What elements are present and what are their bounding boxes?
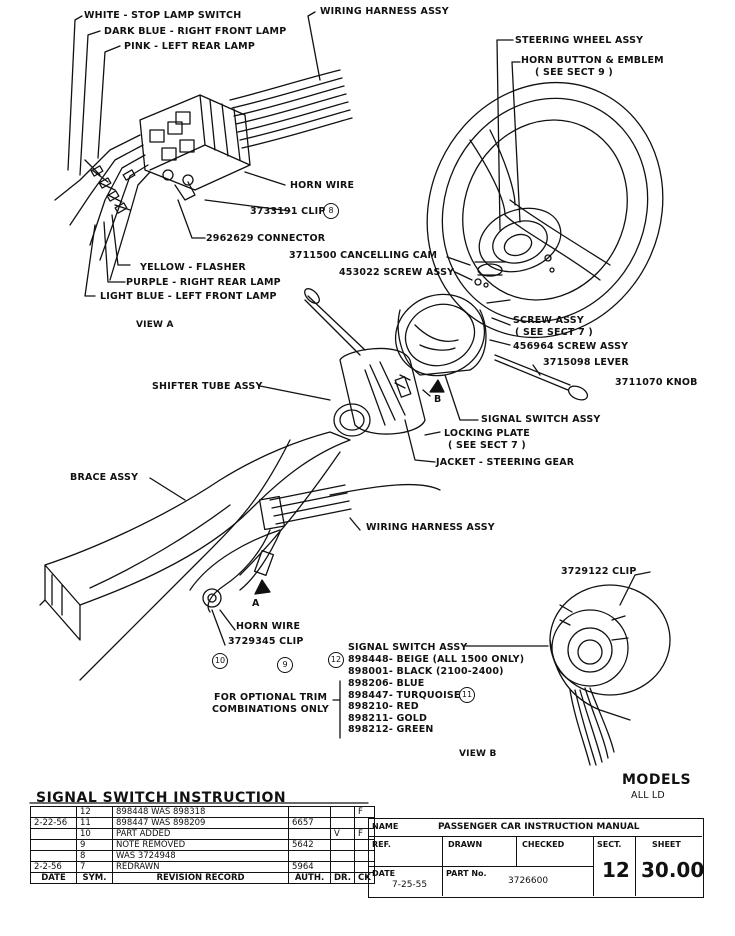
label-screw-453022: 453022 SCREW ASSY (339, 267, 455, 278)
label-arrow-a: A (252, 598, 260, 609)
title-block-col-divider (442, 836, 443, 896)
tb-name-label: NAME (372, 822, 399, 831)
label-pink-wire: PINK - LEFT REAR LAMP (124, 41, 255, 52)
label-horn-button: HORN BUTTON & EMBLEM (521, 55, 664, 66)
label-horn-wire-mid: HORN WIRE (236, 621, 301, 632)
label-locking-plate: LOCKING PLATE (444, 428, 530, 439)
label-lever-3715098: 3715098 LEVER (543, 357, 629, 368)
brace-assy-drawing (39, 431, 441, 681)
title-block-col-divider (635, 836, 636, 896)
label-view-a: VIEW A (136, 320, 174, 330)
steering-wheel-drawing (426, 39, 664, 339)
signal-list-item: 898001- BLACK (2100-2400) (348, 666, 504, 677)
tb-date-label: DATE (372, 869, 396, 878)
label-shifter-tube: SHIFTER TUBE ASSY (152, 381, 263, 392)
label-horn-button-ref: ( SEE SECT 9 ) (535, 67, 613, 78)
title-block-col-divider (593, 836, 594, 896)
tb-name-value: PASSENGER CAR INSTRUCTION MANUAL (438, 822, 640, 832)
label-purple-wire: PURPLE - RIGHT REAR LAMP (126, 277, 281, 288)
title-block-col-divider (516, 836, 517, 866)
label-wiring-harness-top: WIRING HARNESS ASSY (320, 6, 449, 17)
tb-ref-label: REF. (372, 840, 391, 849)
tb-drawn-label: DRAWN (448, 840, 483, 849)
signal-list-item: 898447- TURQUOISE (348, 690, 461, 701)
label-signal-switch: SIGNAL SWITCH ASSY (481, 414, 601, 425)
signal-list-title: SIGNAL SWITCH ASSY (348, 642, 468, 653)
callout-circle-8: 8 (323, 203, 339, 219)
callout-circle-11: 11 (459, 687, 475, 703)
label-yellow-wire: YELLOW - FLASHER (140, 262, 246, 273)
label-brace-assy: BRACE ASSY (70, 472, 139, 483)
optional-trim-note: COMBINATIONS ONLY (212, 704, 329, 715)
label-light-blue-wire: LIGHT BLUE - LEFT FRONT LAMP (100, 291, 277, 302)
tb-sheet-value: 30.00 (641, 858, 705, 882)
view-a-connector-drawing (54, 11, 353, 297)
tb-date-value: 7-25-55 (392, 880, 428, 890)
title-block (368, 818, 704, 898)
signal-list-leaders (332, 645, 549, 739)
tb-part-value: 3726600 (508, 876, 549, 886)
label-screw-assy: SCREW ASSY (513, 315, 584, 326)
view-arrows (254, 379, 445, 595)
label-connector-2962629: 2962629 CONNECTOR (206, 233, 326, 244)
tb-sect-value: 12 (602, 858, 630, 882)
label-white-wire: WHITE - STOP LAMP SWITCH (84, 10, 242, 21)
optional-trim-note: FOR OPTIONAL TRIM (214, 692, 328, 703)
signal-list-item: 898211- GOLD (348, 713, 428, 724)
label-clip-3733191: 3733191 CLIP (250, 206, 326, 217)
label-dark-blue-wire: DARK BLUE - RIGHT FRONT LAMP (104, 26, 287, 37)
label-locking-plate-ref: ( SEE SECT 7 ) (448, 440, 526, 451)
title-block-row-divider (368, 866, 593, 867)
signal-switch-housing-drawing (394, 293, 589, 401)
label-cancelling-cam: 3711500 CANCELLING CAM (289, 250, 438, 261)
cam-and-screws-drawing (446, 256, 506, 288)
signal-list-item: 898206- BLUE (348, 678, 425, 689)
label-arrow-b: B (434, 394, 442, 405)
label-wiring-harness-mid: WIRING HARNESS ASSY (366, 522, 495, 533)
tb-sect-label: SECT. (597, 840, 622, 849)
signal-list-item: 898210- RED (348, 701, 419, 712)
label-steering-wheel: STEERING WHEEL ASSY (515, 35, 644, 46)
models-title: MODELS (622, 772, 692, 788)
label-horn-wire-top: HORN WIRE (290, 180, 355, 191)
signal-list-item: 898448- BEIGE (ALL 1500 ONLY) (348, 654, 525, 665)
tb-checked-label: CHECKED (522, 840, 565, 849)
callout-circle-12: 12 (328, 652, 344, 668)
label-screw-assy-ref: ( SEE SECT 7 ) (515, 327, 593, 338)
label-view-b: VIEW B (459, 749, 497, 759)
callout-circle-9: 9 (277, 657, 293, 673)
callout-circle-10: 10 (212, 653, 228, 669)
tb-part-label: PART No. (446, 869, 487, 878)
models-value: ALL LD (631, 790, 665, 801)
title-block-row-divider (368, 836, 702, 837)
tb-sheet-label: SHEET (652, 840, 681, 849)
signal-list-item: 898212- GREEN (348, 724, 434, 735)
label-clip-3729122: 3729122 CLIP (561, 566, 637, 577)
revision-title: SIGNAL SWITCH INSTRUCTION (36, 790, 287, 806)
label-clip-3729345: 3729345 CLIP (228, 636, 304, 647)
label-knob-3711070: 3711070 KNOB (615, 377, 698, 388)
shifter-tube-drawing (259, 288, 479, 463)
label-screw-456964: 456964 SCREW ASSY (513, 341, 629, 352)
label-jacket: JACKET - STEERING GEAR (436, 457, 575, 468)
view-b-drawing (549, 571, 671, 766)
